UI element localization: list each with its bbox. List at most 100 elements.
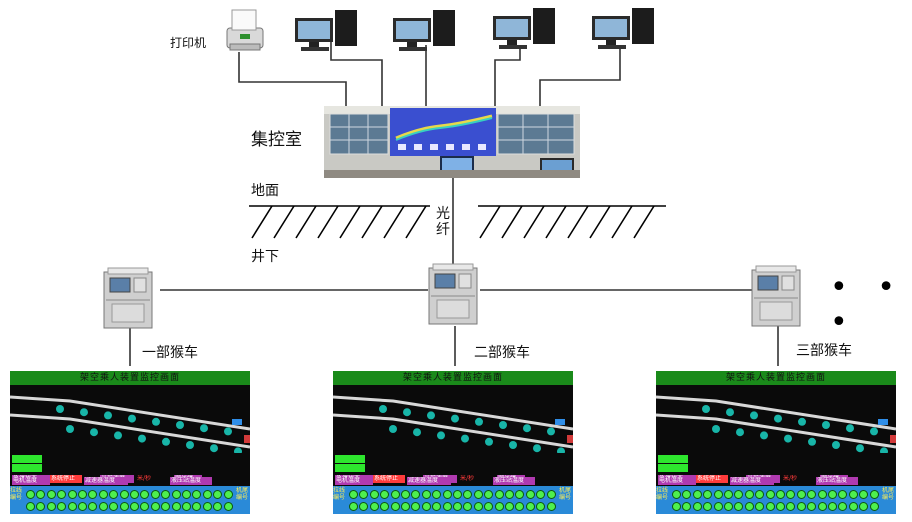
controller-cabinet-2-icon: [428, 263, 478, 325]
sensor-cell: [796, 502, 806, 511]
sensor-cell: [536, 490, 546, 499]
ground-hatch: [249, 205, 666, 239]
sensor-cell: [161, 490, 171, 499]
sensor-cell: [46, 490, 56, 499]
sensor-cell: [734, 490, 744, 499]
panel-sensor-grid: 拉线编号机尾编号: [333, 486, 573, 514]
pc-icons: [295, 8, 654, 51]
sensor-cell: [171, 502, 181, 511]
status-label: 系统停止: [696, 475, 728, 483]
hatch-left: [251, 205, 427, 239]
sensor-cell: [411, 502, 421, 511]
hatch-stroke: [523, 205, 545, 239]
sensor-cell: [536, 502, 546, 511]
sensor-cell: [88, 490, 98, 499]
sensor-cell: [57, 502, 67, 511]
panel-title: 架空乘人装置监控画面: [333, 371, 573, 385]
hatch-stroke: [383, 205, 405, 239]
surface-label: 地面: [251, 183, 279, 199]
controllers: [103, 263, 801, 329]
more-indicator: • • •: [830, 270, 905, 340]
sensor-cell: [67, 490, 77, 499]
pc-4-icon: [592, 8, 654, 49]
sensor-cell: [390, 502, 400, 511]
sensor-cell: [838, 490, 848, 499]
hatch-right: [479, 205, 655, 239]
sensor-cell: [109, 490, 119, 499]
pc-3-icon: [493, 8, 555, 49]
sensor-cell: [848, 502, 858, 511]
status-label: 米/秒: [460, 475, 475, 482]
sensor-cell: [776, 502, 785, 511]
sensor-cell: [411, 490, 421, 499]
status-chip: [12, 464, 42, 472]
sensor-cell: [150, 502, 160, 511]
pc-2-icon: [393, 10, 455, 51]
pc4-link: [539, 45, 621, 108]
sensor-cell: [98, 490, 108, 499]
sensor-cell: [192, 490, 202, 499]
temperature-label: 液压站温度: [816, 477, 858, 485]
status-label: 米/秒: [137, 475, 152, 482]
hatch-stroke: [589, 205, 611, 239]
hatch-stroke: [317, 205, 339, 239]
sensor-cell: [765, 502, 775, 511]
sensor-cell: [432, 502, 442, 511]
temperature-label: 电机温度: [658, 477, 696, 485]
status-chip: [658, 464, 688, 472]
panel-status-rows: 急停状态系统停止当前速度米/秒钢丝绳电机温度减速器温度液压站温度: [656, 453, 896, 486]
printer-icon: [226, 9, 264, 51]
sensor-cell: [453, 502, 462, 511]
sensor-cell: [473, 502, 483, 511]
sensor-cell: [796, 490, 806, 499]
sensor-cell: [484, 502, 494, 511]
temperature-label: 电机温度: [335, 477, 373, 485]
sensor-cell: [484, 490, 494, 499]
sensor-cell: [401, 502, 410, 511]
sensor-cell: [786, 490, 796, 499]
panel-scene: [333, 385, 573, 453]
panel-sensor-grid: 拉线编号机尾编号: [10, 486, 250, 514]
sensor-cell: [380, 490, 390, 499]
control-room-label: 集控室: [251, 130, 302, 150]
right-side-label: 机尾编号: [559, 487, 572, 501]
hatch-stroke: [339, 205, 361, 239]
sensor-cell: [442, 502, 452, 511]
sensor-cell: [369, 502, 379, 511]
sensor-cell: [67, 502, 77, 511]
fiber-label: 光纤: [436, 206, 450, 238]
status-chip: [12, 455, 42, 463]
hatch-stroke: [273, 205, 295, 239]
sensor-cell: [202, 490, 212, 499]
controller-cabinet-3-icon: [751, 265, 801, 327]
sensor-cell: [869, 490, 879, 499]
sensor-cell: [672, 490, 681, 499]
sensor-cell: [692, 490, 702, 499]
hatch-stroke: [295, 205, 317, 239]
sensor-cell: [213, 502, 223, 511]
panel-scene: [10, 385, 250, 453]
pc1-link: [330, 42, 383, 108]
sensor-cell: [525, 490, 535, 499]
car-2-label: 二部猴车: [474, 345, 530, 361]
sensor-cell: [119, 490, 129, 499]
hatch-stroke: [545, 205, 567, 239]
sensor-cell: [859, 502, 869, 511]
sensor-cell: [359, 502, 369, 511]
sensor-cell: [192, 502, 202, 511]
sensor-cell: [182, 490, 191, 499]
sensor-cell: [713, 490, 723, 499]
sensor-cell: [130, 502, 139, 511]
sensor-cell: [140, 490, 150, 499]
sensor-cell: [703, 502, 713, 511]
sensor-cell: [494, 502, 504, 511]
sensor-cell: [682, 502, 692, 511]
hatch-stroke: [611, 205, 633, 239]
car-3-label: 三部猴车: [796, 343, 852, 359]
sensor-cell: [692, 502, 702, 511]
sensor-cell: [98, 502, 108, 511]
right-side-label: 机尾编号: [236, 487, 249, 501]
sensor-cell: [150, 490, 160, 499]
temperature-label: 液压站温度: [493, 477, 535, 485]
